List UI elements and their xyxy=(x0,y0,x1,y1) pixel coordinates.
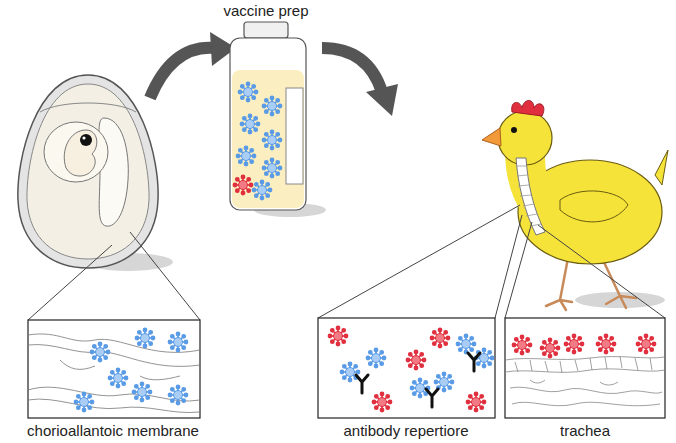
leader-line-part xyxy=(538,225,665,318)
chicken-illustration xyxy=(482,101,668,311)
chicken-illustration-part xyxy=(482,128,501,146)
egg-illustration-part xyxy=(18,75,158,268)
chicken-illustration-part xyxy=(516,166,541,226)
egg-illustration-part xyxy=(82,136,85,139)
antibody-inset-part xyxy=(356,375,368,393)
trachea-inset xyxy=(505,318,665,418)
membrane-inset-part xyxy=(168,332,187,351)
chicken-illustration-part-part xyxy=(516,166,526,167)
leader-line-part xyxy=(505,222,532,318)
chicken-illustration-part-part xyxy=(518,185,529,186)
panel-label: chorioallantoic membrane xyxy=(27,422,199,440)
vaccine-vial-part xyxy=(286,88,303,184)
membrane-inset-part xyxy=(108,368,127,387)
trachea-inset-part-part xyxy=(512,402,660,405)
vaccine-vial-part xyxy=(262,158,281,177)
process-arrow-part xyxy=(150,48,214,98)
vaccine-vial-part xyxy=(238,82,257,101)
vaccine-vial-part xyxy=(252,180,271,199)
chicken-illustration-part-part xyxy=(517,175,527,176)
chicken-illustration-part xyxy=(512,101,544,117)
antibody-inset xyxy=(318,318,495,418)
vaccine-vial-part xyxy=(240,114,259,133)
antibody-inset-part xyxy=(456,334,475,353)
leader-line-part xyxy=(495,215,522,318)
vaccine-vial-part xyxy=(230,38,306,210)
leader-line-part xyxy=(318,205,520,318)
leader-line-part xyxy=(130,232,200,320)
leader-line xyxy=(28,232,200,320)
egg-illustration-part xyxy=(44,122,108,182)
chicken-illustration-part-part xyxy=(526,214,537,216)
panel-label: trachea xyxy=(560,422,610,440)
antibody-inset-part xyxy=(468,353,480,371)
membrane-inset-part xyxy=(90,342,109,361)
chicken-illustration-part xyxy=(655,150,668,185)
antibody-inset-part xyxy=(328,326,347,345)
antibody-inset-part xyxy=(430,328,449,347)
panel-label: antibody repertiore xyxy=(343,422,468,440)
antibody-inset-part xyxy=(340,362,359,381)
chicken-illustration-part xyxy=(560,191,628,222)
trachea-inset-part-part xyxy=(515,356,652,373)
process-arrow-part xyxy=(366,84,398,116)
egg-illustration-part xyxy=(64,130,97,176)
leader-line-part xyxy=(28,245,112,320)
trachea-inset-part xyxy=(636,334,655,353)
chicken-illustration-part-part xyxy=(520,195,531,196)
trachea-inset-part-part xyxy=(505,357,665,360)
membrane-inset-part xyxy=(132,382,151,401)
antibody-inset-part xyxy=(318,318,495,418)
chicken-illustration-part xyxy=(498,111,552,165)
antibody-inset-part xyxy=(366,348,385,367)
trachea-inset-part xyxy=(564,334,583,353)
chicken-illustration-part-part xyxy=(523,204,534,206)
trachea-inset-part-part xyxy=(530,380,618,385)
antibody-inset-part xyxy=(406,350,425,369)
membrane-inset xyxy=(28,320,200,418)
vaccine-vial-part xyxy=(262,130,281,149)
egg-illustration-part xyxy=(99,118,128,226)
panel-label: vaccine prep xyxy=(223,2,308,20)
trachea-inset-part xyxy=(505,356,665,406)
antibody-inset-part xyxy=(426,389,438,407)
trachea-inset-part xyxy=(512,335,531,354)
trachea-inset-part-part xyxy=(505,369,665,372)
membrane-inset-part xyxy=(28,320,200,418)
chicken-illustration-part xyxy=(516,158,545,235)
antibody-inset-part xyxy=(372,392,391,411)
vaccine-vial-part xyxy=(232,70,304,208)
egg-illustration xyxy=(18,75,173,271)
process-arrow-part xyxy=(322,48,382,92)
membrane-inset-part xyxy=(74,392,93,411)
vaccine-vial-part xyxy=(236,146,255,165)
trachea-inset-part-part xyxy=(510,387,662,393)
chicken-illustration-part-part xyxy=(602,258,636,308)
trachea-inset-part xyxy=(596,334,615,353)
membrane-inset-part xyxy=(168,385,187,404)
chicken-illustration-part xyxy=(511,127,517,133)
membrane-inset-part xyxy=(135,328,154,347)
egg-illustration-part xyxy=(40,103,136,112)
vaccine-vial xyxy=(230,22,326,217)
trachea-inset-part xyxy=(505,318,665,418)
leader-line xyxy=(318,205,665,318)
vaccine-vial-part xyxy=(244,22,288,38)
egg-illustration-part xyxy=(80,134,92,146)
chicken-illustration-part xyxy=(546,258,636,310)
trachea-inset-part xyxy=(540,338,559,357)
chicken-illustration-part-part xyxy=(546,258,572,310)
vaccine-vial-part xyxy=(262,96,281,115)
antibody-inset-part xyxy=(466,392,485,411)
vaccine-vial-part xyxy=(233,175,252,194)
